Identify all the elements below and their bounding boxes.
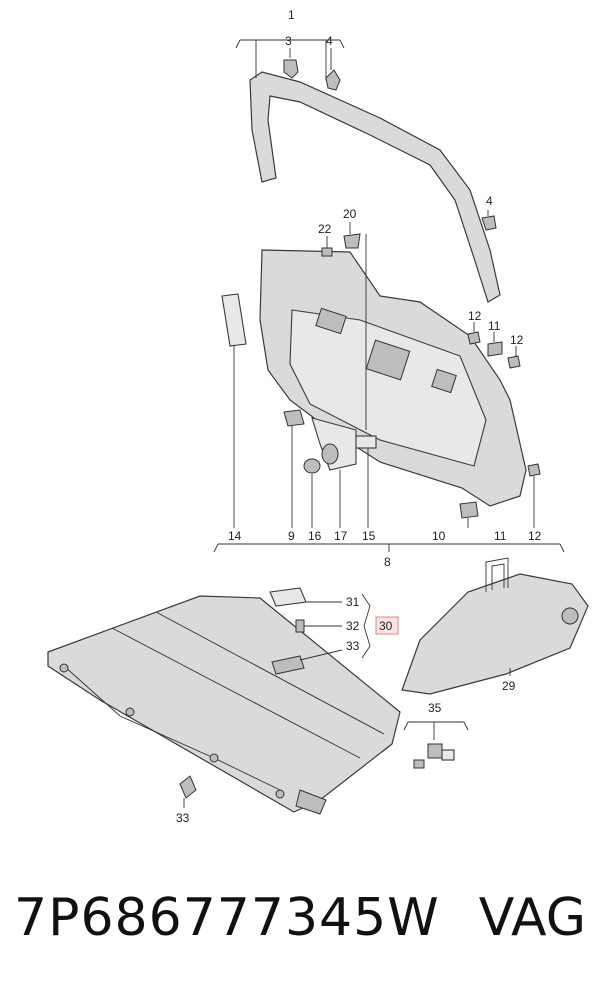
callout-22: 22: [318, 222, 332, 236]
brand-label: VAG: [478, 888, 586, 948]
callout-4-top: 4: [326, 34, 333, 48]
callout-10: 10: [432, 529, 446, 543]
screw-22: [321, 236, 333, 257]
clip-12-b: [507, 346, 521, 369]
callout-30: 30: [379, 619, 393, 633]
highlight-30: [375, 616, 399, 635]
callout-20: 20: [343, 207, 357, 221]
callout-32: 32: [346, 619, 360, 633]
bracket-9: [283, 409, 305, 528]
callout-14: 14: [228, 529, 242, 543]
strap-33: [179, 775, 197, 808]
clip-12-a: [467, 322, 481, 345]
callout-1: 1: [288, 8, 295, 22]
clip-4-top: [325, 48, 341, 91]
callout-17: 17: [334, 529, 348, 543]
callout-4-side: 4: [486, 194, 493, 208]
callout-8: 8: [384, 555, 391, 569]
upper-trim-frame: [235, 39, 501, 303]
callout-12-a: 12: [468, 309, 482, 323]
fastener-set-35: [403, 721, 469, 769]
brace-30: [361, 593, 371, 659]
handle-cover-17: [311, 417, 357, 528]
callout-31: 31: [346, 595, 360, 609]
callout-16: 16: [308, 529, 322, 543]
callout-12-c: 12: [528, 529, 542, 543]
insert-15: [355, 435, 377, 528]
screw-32: [295, 619, 342, 633]
luggage-cover: [47, 595, 401, 815]
callout-12-b: 12: [510, 333, 524, 347]
callout-11-b: 11: [494, 529, 507, 543]
storage-bag-29: [401, 557, 589, 695]
tailgate-trim-panel: [259, 249, 527, 507]
clip-3: [283, 48, 299, 79]
clip-10: [459, 501, 479, 528]
trim-31: [269, 587, 342, 607]
leader-33-a: [299, 649, 343, 661]
callout-33-b: 33: [176, 811, 190, 825]
callout-35: 35: [428, 701, 442, 715]
clip-11-a: [487, 332, 503, 357]
callout-29: 29: [502, 679, 516, 693]
clip-20: [343, 222, 367, 430]
clip-4-side: [481, 210, 497, 231]
callout-3: 3: [285, 34, 292, 48]
cover-14: [221, 293, 247, 528]
part-number: 7P686777345W: [14, 888, 440, 948]
callout-11-a: 11: [488, 319, 501, 333]
callout-33-a: 33: [346, 639, 360, 653]
callout-15: 15: [362, 529, 376, 543]
clip-12-c: [527, 463, 541, 528]
callout-9: 9: [288, 529, 295, 543]
cap-16: [303, 458, 321, 528]
